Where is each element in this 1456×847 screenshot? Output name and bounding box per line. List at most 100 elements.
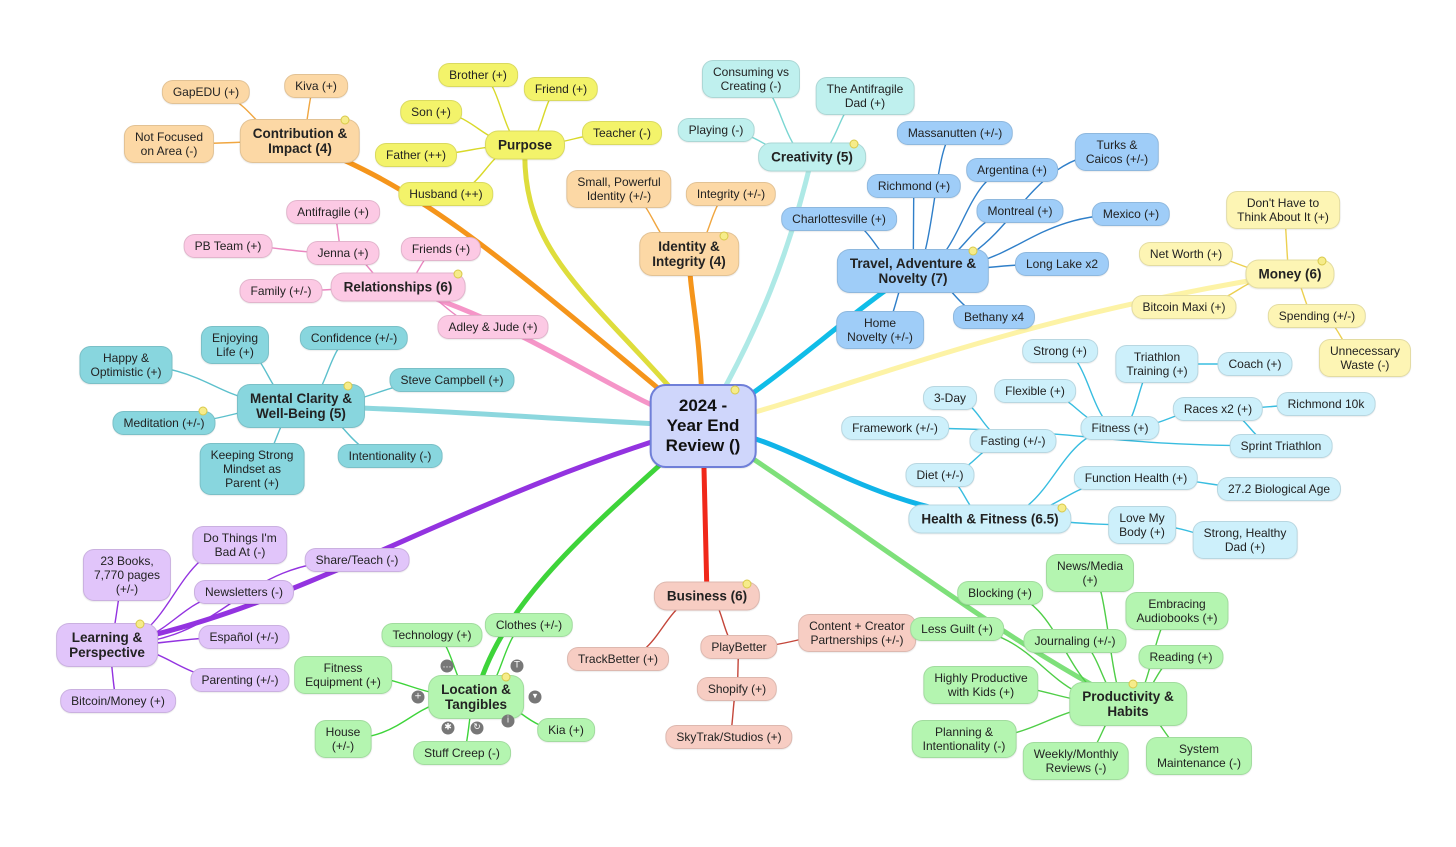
topic-27-2-biological-age[interactable]: 27.2 Biological Age <box>1216 477 1342 501</box>
star-icon[interactable]: ✱ <box>441 721 455 735</box>
topic-bitcoin-maxi[interactable]: Bitcoin Maxi (+) <box>1131 295 1237 319</box>
note-indicator-icon[interactable] <box>730 385 740 395</box>
topic-pb-team[interactable]: PB Team (+) <box>183 234 273 258</box>
topic-share-teach[interactable]: Share/Teach (-) <box>304 548 410 572</box>
topic-newsletters[interactable]: Newsletters (-) <box>193 580 295 604</box>
topic-fasting[interactable]: Fasting (+/-) <box>969 429 1057 453</box>
topic-blocking[interactable]: Blocking (+) <box>957 581 1043 605</box>
note-indicator-icon[interactable] <box>198 406 208 416</box>
note-indicator-icon[interactable] <box>968 246 978 256</box>
topic-spending[interactable]: Spending (+/-) <box>1267 304 1367 328</box>
topic-kia[interactable]: Kia (+) <box>537 718 595 742</box>
topic-races-x2[interactable]: Races x2 (+) <box>1172 397 1264 421</box>
topic-jenna[interactable]: Jenna (+) <box>306 241 380 265</box>
topic-integrity[interactable]: Integrity (+/-) <box>685 182 777 206</box>
topic-diet[interactable]: Diet (+/-) <box>905 463 975 487</box>
topic-reading[interactable]: Reading (+) <box>1138 645 1224 669</box>
branch-purpose[interactable]: Purpose <box>484 130 566 160</box>
note-indicator-icon[interactable] <box>501 672 511 682</box>
topic-small-powerful-identity[interactable]: Small, Powerful Identity (+/-) <box>566 170 672 208</box>
topic-highly-productive-with-kids[interactable]: Highly Productive with Kids (+) <box>923 666 1039 704</box>
branch-productivity[interactable]: Productivity & Habits <box>1069 682 1187 726</box>
topic-fitness[interactable]: Fitness (+) <box>1080 416 1160 440</box>
refresh-icon[interactable]: ↻ <box>470 721 484 735</box>
topic-the-antifragile-dad[interactable]: The Antifragile Dad (+) <box>815 77 915 115</box>
topic-teacher[interactable]: Teacher (-) <box>581 121 663 145</box>
branch-creativity[interactable]: Creativity (5) <box>758 142 866 172</box>
topic-husband[interactable]: Husband (++) <box>398 182 494 206</box>
topic-kiva[interactable]: Kiva (+) <box>284 74 348 98</box>
topic-function-health[interactable]: Function Health (+) <box>1073 466 1199 490</box>
topic-coach[interactable]: Coach (+) <box>1217 352 1293 376</box>
more-icon[interactable]: … <box>440 659 454 673</box>
branch-health[interactable]: Health & Fitness (6.5) <box>908 504 1072 534</box>
topic-fitness-equipment[interactable]: Fitness Equipment (+) <box>294 656 392 694</box>
topic-bethany-x4[interactable]: Bethany x4 <box>952 305 1036 329</box>
topic-bitcoin-money[interactable]: Bitcoin/Money (+) <box>60 689 176 713</box>
topic-mexico[interactable]: Mexico (+) <box>1091 202 1171 226</box>
topic-argentina[interactable]: Argentina (+) <box>966 158 1058 182</box>
topic-adley-jude[interactable]: Adley & Jude (+) <box>437 315 549 339</box>
topic-happy-optimistic[interactable]: Happy & Optimistic (+) <box>79 346 173 384</box>
topic-shopify[interactable]: Shopify (+) <box>696 677 778 701</box>
text-icon[interactable]: T <box>510 659 524 673</box>
topic-house[interactable]: House (+/-) <box>314 720 372 758</box>
topic-friend[interactable]: Friend (+) <box>523 77 599 101</box>
topic-flexible[interactable]: Flexible (+) <box>994 379 1076 403</box>
topic-net-worth[interactable]: Net Worth (+) <box>1138 242 1234 266</box>
topic-don-t-have-to-think-about-it[interactable]: Don't Have to Think About It (+) <box>1226 191 1340 229</box>
note-indicator-icon[interactable] <box>1057 503 1067 513</box>
topic-news-media[interactable]: News/Media (+) <box>1045 554 1135 592</box>
topic-montreal[interactable]: Montreal (+) <box>976 199 1064 223</box>
branch-location[interactable]: Location & Tangibles <box>428 675 524 719</box>
topic-journaling[interactable]: Journaling (+/-) <box>1023 629 1127 653</box>
topic-espa-ol[interactable]: Español (+/-) <box>198 625 290 649</box>
branch-relationships[interactable]: Relationships (6) <box>330 272 466 302</box>
topic-massanutten[interactable]: Massanutten (+/-) <box>896 121 1014 145</box>
topic-brother[interactable]: Brother (+) <box>438 63 518 87</box>
note-indicator-icon[interactable] <box>1128 679 1138 689</box>
topic-confidence[interactable]: Confidence (+/-) <box>299 326 409 350</box>
topic-charlottesville[interactable]: Charlottesville (+) <box>781 207 897 231</box>
branch-mental[interactable]: Mental Clarity & Well-Being (5) <box>236 384 366 428</box>
note-indicator-icon[interactable] <box>453 269 463 279</box>
topic-turks-caicos[interactable]: Turks & Caicos (+/-) <box>1074 133 1160 171</box>
topic-sprint-triathlon[interactable]: Sprint Triathlon <box>1229 434 1333 458</box>
collapse-icon[interactable]: ▾ <box>528 690 542 704</box>
topic-planning-intentionality[interactable]: Planning & Intentionality (-) <box>911 720 1017 758</box>
topic-consuming-vs-creating[interactable]: Consuming vs Creating (-) <box>701 60 801 98</box>
topic-less-guilt[interactable]: Less Guilt (+) <box>910 617 1004 641</box>
topic-steve-campbell[interactable]: Steve Campbell (+) <box>389 368 515 392</box>
topic-system-maintenance[interactable]: System Maintenance (-) <box>1145 737 1253 775</box>
topic-long-lake-x2[interactable]: Long Lake x2 <box>1014 252 1110 276</box>
topic-home-novelty[interactable]: Home Novelty (+/-) <box>836 311 924 349</box>
topic-antifragile[interactable]: Antifragile (+) <box>286 200 380 224</box>
topic-stuff-creep[interactable]: Stuff Creep (-) <box>413 741 511 765</box>
topic-intentionality[interactable]: Intentionality (-) <box>337 444 443 468</box>
topic-framework[interactable]: Framework (+/-) <box>841 416 949 440</box>
central-topic[interactable]: 2024 - Year End Review () <box>649 384 757 468</box>
topic-keeping-strong-mindset-as-parent[interactable]: Keeping Strong Mindset as Parent (+) <box>199 443 305 495</box>
plus-icon[interactable]: + <box>411 690 425 704</box>
note-indicator-icon[interactable] <box>340 115 350 125</box>
topic-not-focused-on-area[interactable]: Not Focused on Area (-) <box>123 125 215 163</box>
topic-richmond-10k[interactable]: Richmond 10k <box>1276 392 1376 416</box>
topic-unnecessary-waste[interactable]: Unnecessary Waste (-) <box>1318 339 1412 377</box>
topic-clothes[interactable]: Clothes (+/-) <box>484 613 574 637</box>
topic-son[interactable]: Son (+) <box>400 100 462 124</box>
topic-enjoying-life[interactable]: Enjoying Life (+) <box>200 326 270 364</box>
info-icon[interactable]: i <box>501 714 515 728</box>
topic-playing[interactable]: Playing (-) <box>677 118 755 142</box>
note-indicator-icon[interactable] <box>849 139 859 149</box>
topic-gapedu[interactable]: GapEDU (+) <box>161 80 251 104</box>
topic-3-day[interactable]: 3-Day <box>922 386 978 410</box>
topic-meditation[interactable]: Meditation (+/-) <box>112 411 216 435</box>
branch-travel[interactable]: Travel, Adventure & Novelty (7) <box>836 249 990 293</box>
topic-triathlon-training[interactable]: Triathlon Training (+) <box>1115 345 1199 383</box>
topic-trackbetter[interactable]: TrackBetter (+) <box>567 647 669 671</box>
topic-love-my-body[interactable]: Love My Body (+) <box>1108 506 1176 544</box>
topic-father[interactable]: Father (++) <box>374 143 458 167</box>
branch-contribution[interactable]: Contribution & Impact (4) <box>239 119 361 163</box>
branch-business[interactable]: Business (6) <box>653 581 761 611</box>
note-indicator-icon[interactable] <box>719 231 729 241</box>
